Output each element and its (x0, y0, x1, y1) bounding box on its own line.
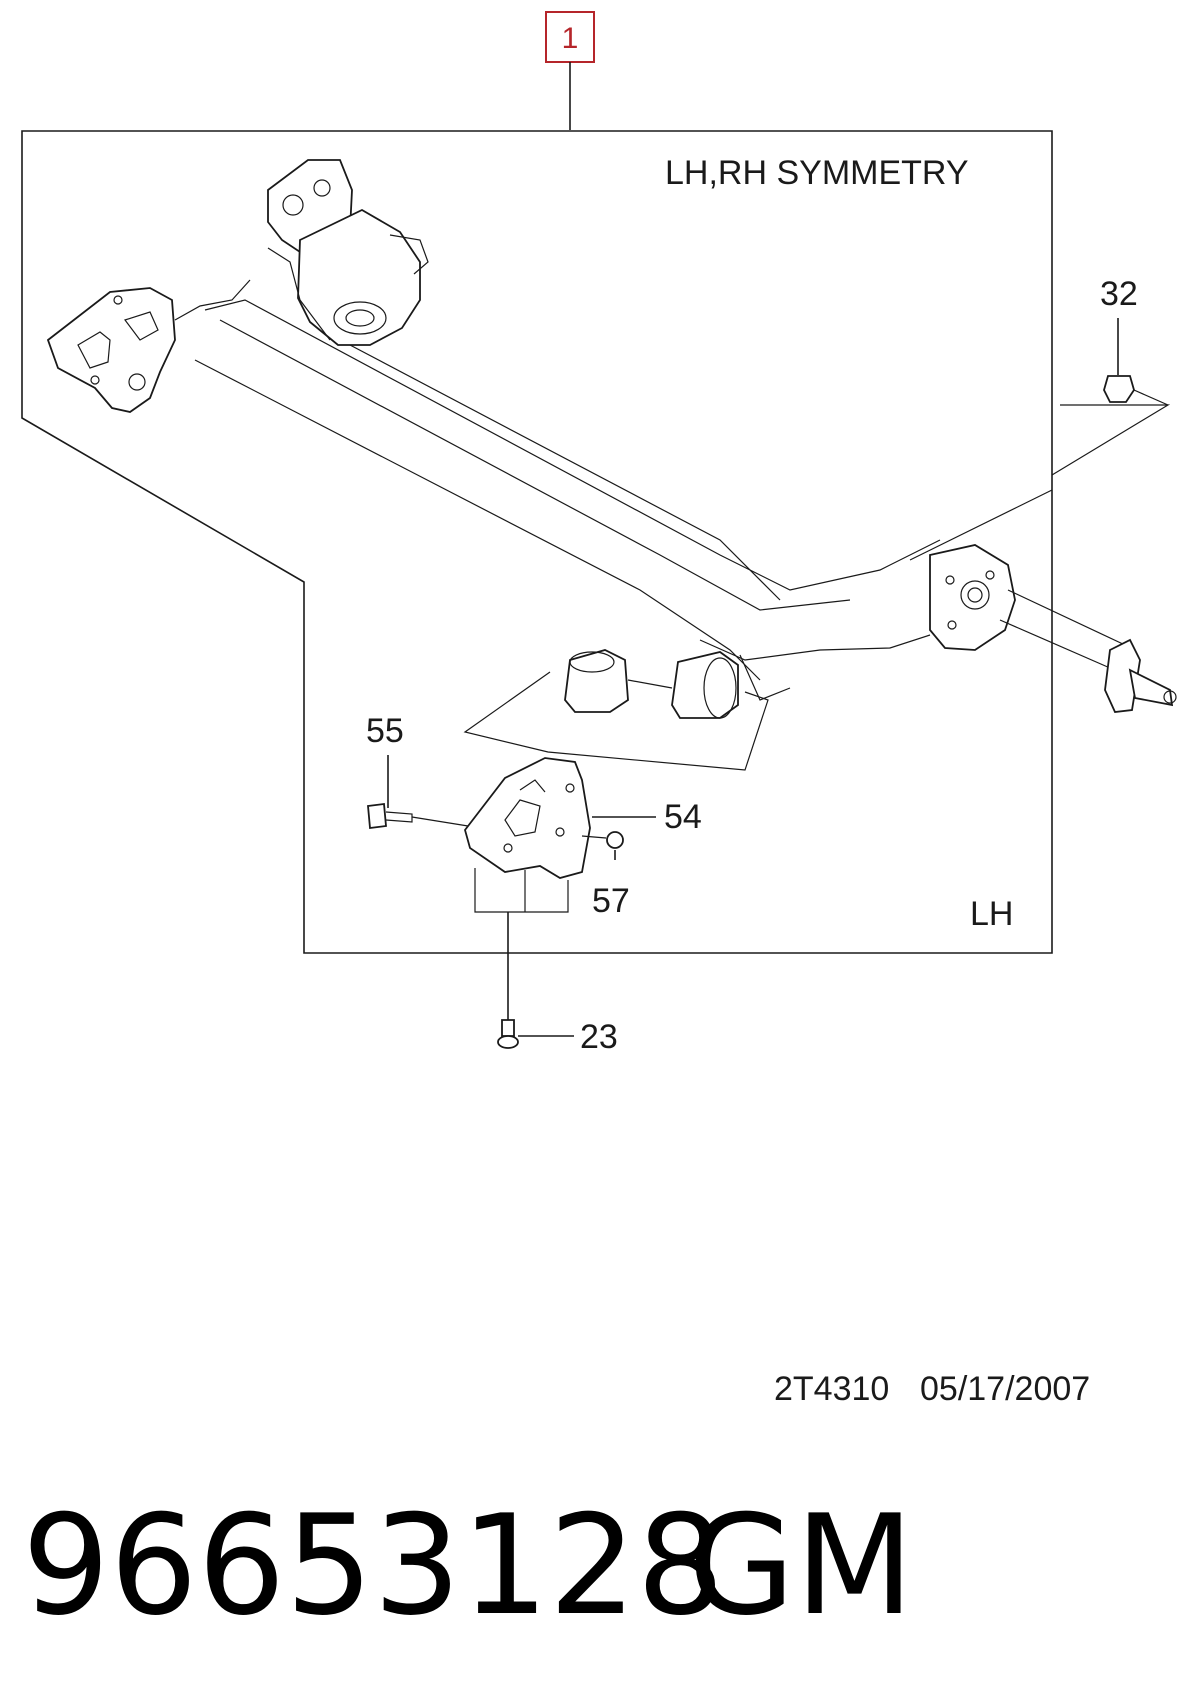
svg-text:54: 54 (664, 798, 702, 836)
drawing-reference: 2T4310 05/17/2007 (774, 1370, 1090, 1408)
right-bracket-illustration (929, 544, 1177, 713)
main-callout: 1 (545, 11, 595, 130)
svg-text:1: 1 (562, 22, 579, 55)
upper-mount-illustration (267, 159, 429, 346)
side-label: LH (970, 895, 1013, 933)
svg-text:32: 32 (1100, 275, 1138, 313)
svg-text:23: 23 (580, 1018, 618, 1056)
svg-text:2T4310: 2T4310 (774, 1370, 889, 1408)
part-number: 96653128 (22, 1485, 724, 1646)
callout-32: 32 (1100, 275, 1169, 406)
left-bracket-illustration (46, 279, 251, 413)
callout-23: 23 (497, 912, 618, 1056)
callout-57: 57 (581, 831, 630, 920)
callout-54: 54 (592, 798, 702, 836)
svg-text:57: 57 (592, 882, 630, 920)
callout-55: 55 (366, 712, 469, 830)
assembly-frame (21, 130, 1053, 954)
part-brand: GM (688, 1485, 914, 1646)
lower-mount-illustration (464, 757, 591, 913)
axle-beam-illustration (194, 299, 1171, 701)
svg-text:05/17/2007: 05/17/2007 (920, 1370, 1090, 1408)
symmetry-note: LH,RH SYMMETRY (665, 154, 969, 192)
svg-text:55: 55 (366, 712, 404, 750)
part-identification: 96653128 GM (22, 1485, 914, 1646)
bushing-illustration (463, 649, 769, 771)
